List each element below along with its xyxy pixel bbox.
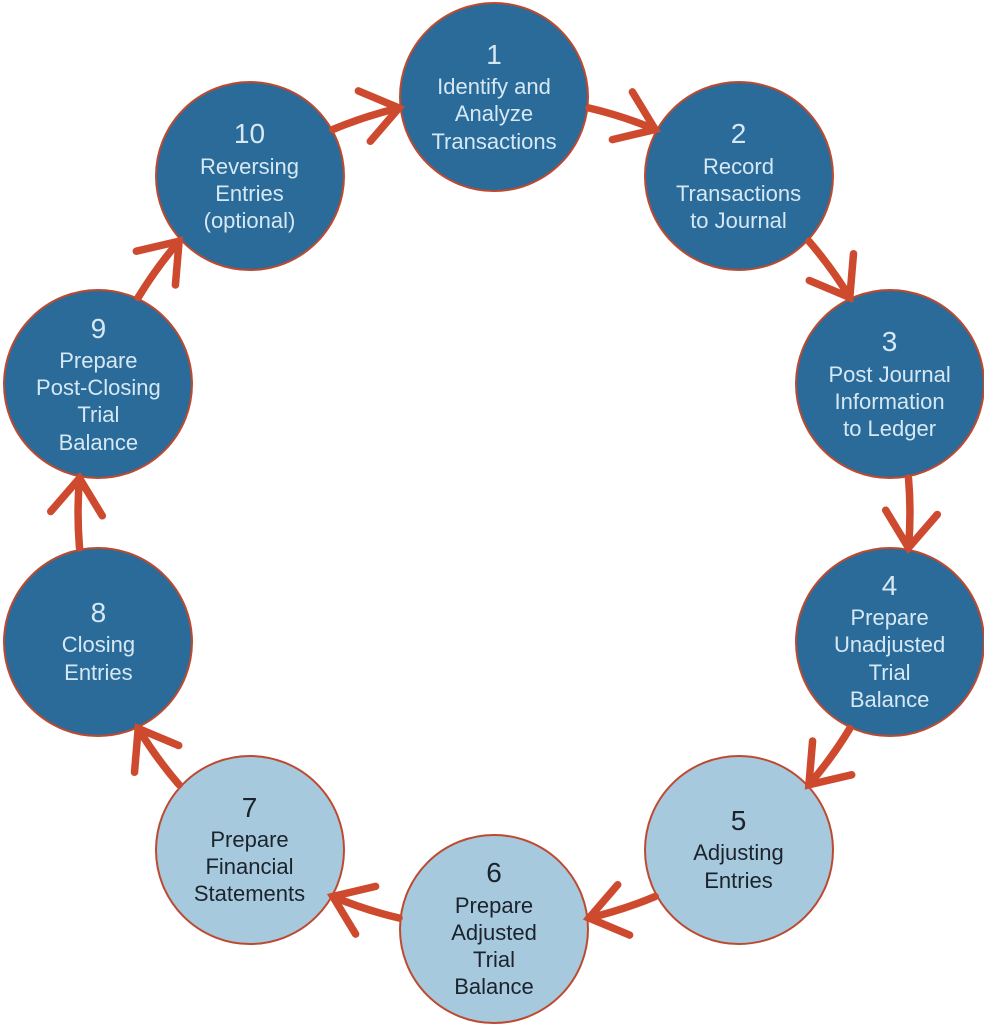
step-1-label: Identify and Analyze Transactions	[431, 74, 557, 154]
arrow-shaft	[329, 104, 403, 134]
arrow-4-to-5	[804, 724, 856, 790]
step-8-label: Closing Entries	[61, 632, 136, 685]
arrow-10-to-1	[329, 87, 406, 146]
arrow-8-to-9	[46, 471, 107, 552]
arrow-head	[608, 88, 662, 144]
step-1-node: 1 Identify and Analyze Transactions	[399, 2, 589, 192]
arrow-3-to-4	[881, 474, 942, 555]
step-7-label: Prepare Financial Statements	[193, 826, 306, 907]
arrow-head	[881, 506, 942, 555]
step-9-node: 9 Prepare Post-Closing Trial Balance	[3, 289, 194, 480]
arrow-shaft	[134, 237, 183, 302]
arrow-7-to-8	[130, 723, 183, 789]
step-4-number: 4	[881, 569, 898, 601]
arrow-shaft	[585, 892, 659, 922]
step-4-node: 4 Prepare Unadjusted Trial Balance	[794, 546, 984, 737]
step-10-number: 10	[233, 118, 266, 150]
step-6-number: 6	[486, 857, 502, 889]
step-5-number: 5	[730, 805, 747, 837]
arrow-shaft	[134, 724, 183, 789]
arrow-shaft	[805, 237, 854, 302]
step-6-label: Prepare Adjusted Trial Balance	[451, 892, 537, 1000]
step-8-number: 8	[90, 597, 107, 629]
arrow-1-to-2	[585, 88, 662, 144]
step-7-number: 7	[241, 791, 258, 823]
arrow-shaft	[904, 474, 914, 552]
arrow-head	[326, 882, 380, 938]
step-2-node: 2 Record Transactions to Journal	[643, 81, 834, 272]
arrow-head	[805, 249, 858, 303]
arrow-shaft	[329, 892, 403, 922]
step-4-label: Prepare Unadjusted Trial Balance	[833, 605, 946, 712]
arrow-shaft	[805, 724, 854, 789]
step-5-node: 5 Adjusting Entries	[643, 754, 834, 945]
arrow-head	[354, 87, 406, 146]
arrow-head	[132, 236, 184, 289]
arrow-head	[46, 471, 107, 520]
step-10-label: Reversing Entries (optional)	[199, 153, 300, 234]
step-7-node: 7 Prepare Financial Statements	[154, 754, 345, 945]
step-2-number: 2	[730, 118, 747, 150]
step-8-node: 8 Closing Entries	[3, 546, 194, 737]
step-2-label: Record Transactions to Journal	[675, 153, 802, 234]
step-3-node: 3 Post Journal Information to Ledger	[794, 289, 984, 480]
step-3-number: 3	[881, 326, 898, 358]
arrow-9-to-10	[132, 236, 184, 302]
step-9-label: Prepare Post-Closing Trial Balance	[36, 347, 161, 455]
arrow-head	[582, 880, 634, 939]
arrow-head	[130, 723, 183, 777]
step-9-number: 9	[90, 312, 107, 344]
step-3-label: Post Journal Information to Ledger	[828, 361, 951, 442]
step-1-number: 1	[486, 39, 502, 70]
arrow-5-to-6	[582, 880, 659, 939]
arrow-head	[804, 737, 856, 790]
arrow-shaft	[74, 474, 84, 552]
step-10-node: 10 Reversing Entries (optional)	[154, 81, 345, 272]
step-5-label: Adjusting Entries	[693, 840, 784, 893]
step-6-node: 6 Prepare Adjusted Trial Balance	[399, 834, 589, 1024]
arrow-6-to-7	[326, 882, 403, 938]
arrow-shaft	[585, 104, 659, 134]
arrow-2-to-3	[805, 237, 858, 303]
